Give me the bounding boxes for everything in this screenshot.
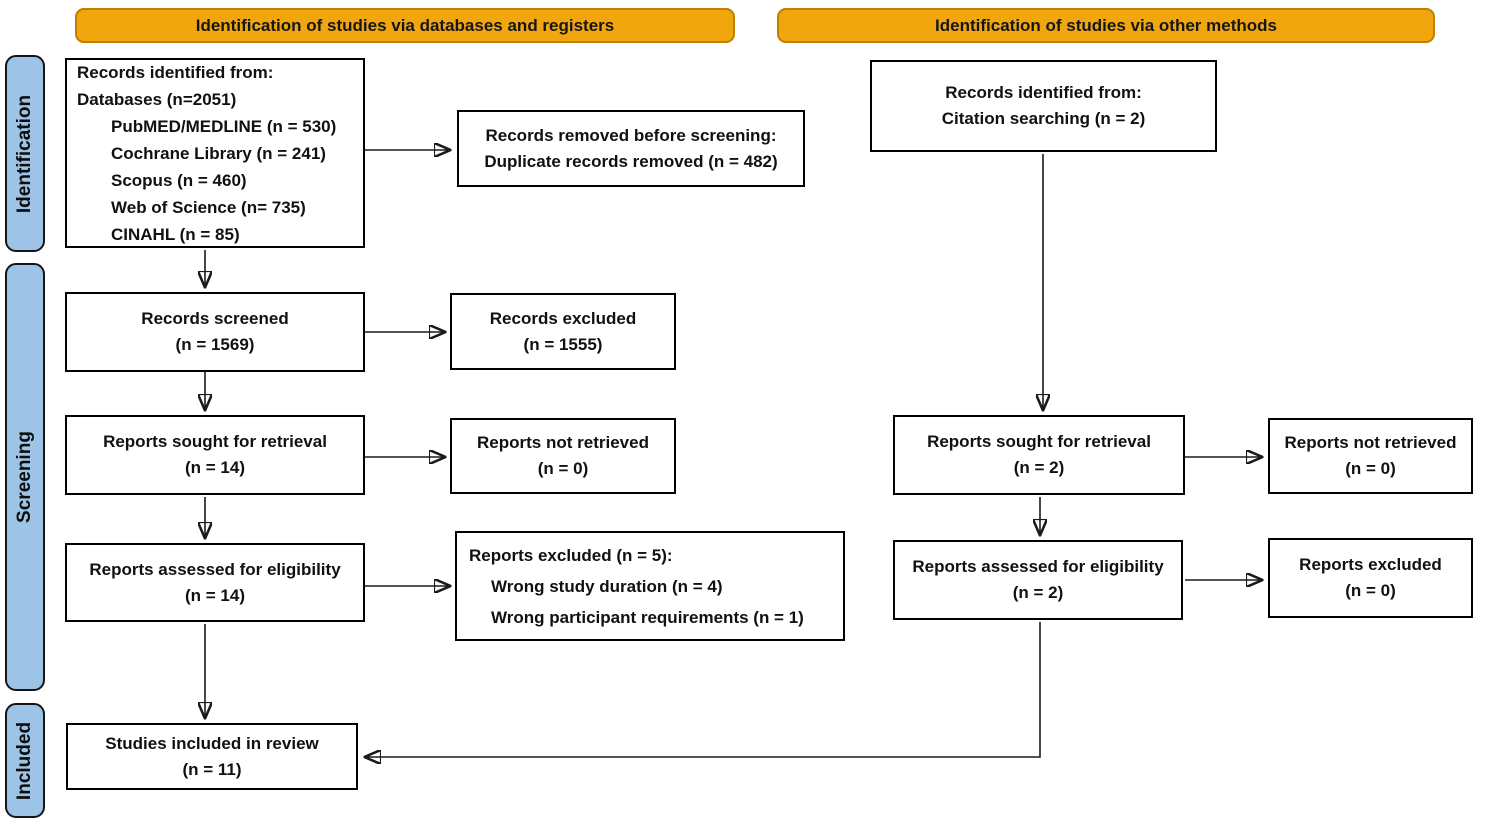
box-records-removed: Records removed before screening: Duplic… (457, 110, 805, 187)
reports-assessed-line: Reports assessed for eligibility (89, 559, 341, 579)
box-records-excluded: Records excluded (n = 1555) (450, 293, 676, 370)
reports-sought-other-line: Reports sought for retrieval (927, 432, 1151, 451)
exclusion-reason-item: Wrong study duration (n = 4) (491, 576, 723, 596)
studies-included-line: Studies included in review (105, 733, 319, 753)
header-other-methods: Identification of studies via other meth… (777, 8, 1435, 43)
studies-included-line: (n = 11) (182, 759, 242, 779)
box-records-identified-citation: Records identified from: Citation search… (870, 60, 1217, 152)
database-source-item: PubMED/MEDLINE (n = 530) (111, 116, 337, 136)
records-excluded-line: (n = 1555) (523, 334, 603, 354)
box-studies-included: Studies included in review (n = 11) (66, 723, 358, 790)
citation-identified-line: Records identified from: (945, 83, 1142, 102)
reports-not-retrieved-other-line: Reports not retrieved (1284, 433, 1457, 452)
box-reports-not-retrieved-other: Reports not retrieved (n = 0) (1268, 418, 1473, 494)
reports-not-retrieved-line: (n = 0) (537, 459, 589, 478)
exclusion-reason-item: Wrong participant requirements (n = 1) (491, 607, 804, 627)
box-reports-assessed-databases: Reports assessed for eligibility (n = 14… (65, 543, 365, 622)
reports-assessed-line: (n = 14) (185, 585, 245, 605)
stage-identification: Identification (5, 55, 45, 252)
reports-excluded-other-line: (n = 0) (1345, 581, 1396, 600)
stage-screening-label: Screening (14, 431, 35, 523)
records-removed-line: Duplicate records removed (n = 482) (484, 151, 778, 171)
records-identified-line: Databases (n=2051) (77, 89, 237, 109)
reports-assessed-other-line: (n = 2) (1012, 583, 1064, 602)
box-records-identified-databases: Records identified from: Databases (n=20… (65, 58, 365, 248)
database-source-item: Scopus (n = 460) (111, 170, 247, 190)
reports-excluded-other-line: Reports excluded (1299, 555, 1442, 574)
records-screened-line: Records screened (141, 309, 289, 328)
database-source-item: CINAHL (n = 85) (111, 224, 240, 244)
header-databases-registers: Identification of studies via databases … (75, 8, 735, 43)
stage-identification-label: Identification (14, 94, 36, 213)
records-removed-line: Records removed before screening: (485, 125, 777, 145)
reports-sought-line: Reports sought for retrieval (103, 432, 327, 451)
stage-included-label: Included (14, 721, 35, 800)
box-reports-sought-databases: Reports sought for retrieval (n = 14) (65, 415, 365, 495)
records-screened-line: (n = 1569) (175, 335, 255, 354)
box-reports-excluded-reasons: Reports excluded (n = 5): Wrong study du… (455, 531, 845, 641)
stage-included: Included (5, 703, 45, 818)
box-reports-not-retrieved-databases: Reports not retrieved (n = 0) (450, 418, 676, 494)
citation-identified-line: Citation searching (n = 2) (941, 109, 1146, 128)
box-records-screened: Records screened (n = 1569) (65, 292, 365, 372)
reports-sought-other-line: (n = 2) (1013, 458, 1065, 477)
reports-sought-line: (n = 14) (185, 458, 245, 477)
reports-not-retrieved-other-line: (n = 0) (1345, 459, 1396, 478)
database-source-item: Web of Science (n= 735) (111, 197, 306, 217)
stage-screening: Screening (5, 263, 45, 691)
records-identified-line: Records identified from: (77, 62, 274, 82)
database-source-item: Cochrane Library (n = 241) (111, 143, 326, 163)
box-reports-assessed-other: Reports assessed for eligibility (n = 2) (893, 540, 1183, 620)
box-reports-sought-other: Reports sought for retrieval (n = 2) (893, 415, 1185, 495)
reports-excluded-title: Reports excluded (n = 5): (469, 545, 673, 565)
box-reports-excluded-other: Reports excluded (n = 0) (1268, 538, 1473, 618)
reports-not-retrieved-line: Reports not retrieved (477, 433, 649, 452)
reports-assessed-other-line: Reports assessed for eligibility (912, 557, 1164, 576)
arrow-assessed2-to-included (366, 622, 1041, 757)
records-excluded-line: Records excluded (489, 308, 637, 328)
